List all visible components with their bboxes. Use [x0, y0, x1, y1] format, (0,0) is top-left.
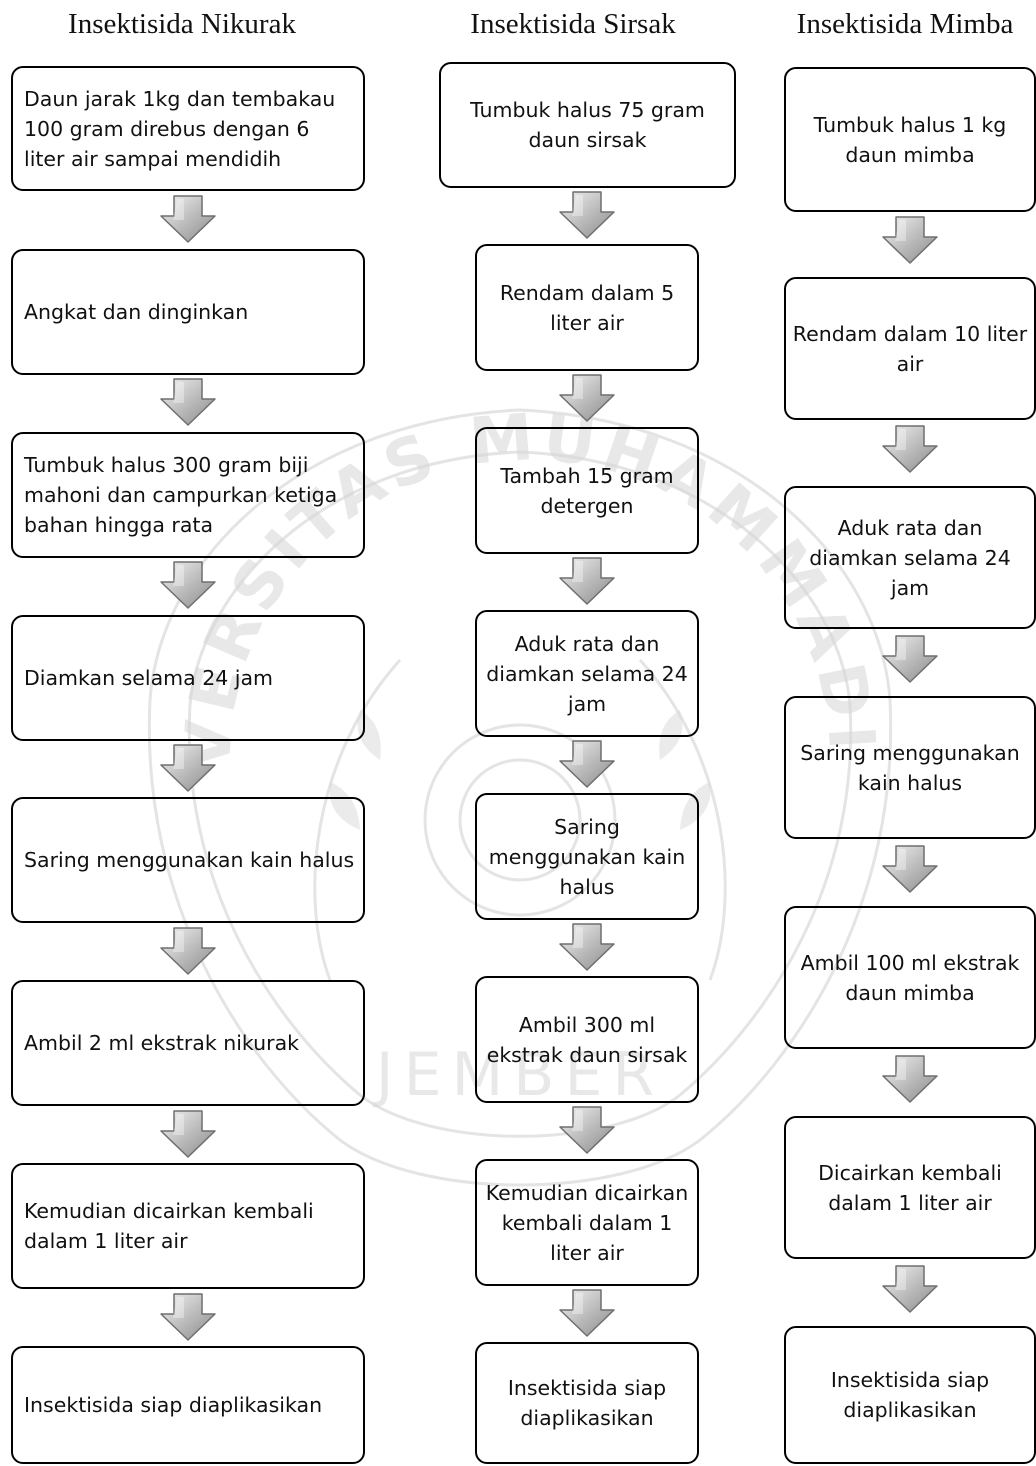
mimba-step-6: Dicairkan kembali dalam 1 liter air — [784, 1116, 1036, 1259]
mimba-step-1: Tumbuk halus 1 kg daun mimba — [784, 67, 1036, 212]
nikurak-step-2: Angkat dan dinginkan — [11, 249, 365, 375]
down-arrow-icon — [882, 1265, 938, 1313]
down-arrow-icon — [882, 845, 938, 893]
down-arrow-icon — [559, 1106, 615, 1154]
mimba-step-5: Ambil 100 ml ekstrak daun mimba — [784, 906, 1036, 1049]
down-arrow-icon — [160, 378, 216, 426]
mimba-step-3: Aduk rata dan diamkan selama 24 jam — [784, 486, 1036, 629]
down-arrow-icon — [559, 191, 615, 239]
nikurak-step-4: Diamkan selama 24 jam — [11, 615, 365, 741]
down-arrow-icon — [882, 635, 938, 683]
down-arrow-icon — [160, 927, 216, 975]
mimba-step-7: Insektisida siap diaplikasikan — [784, 1326, 1036, 1464]
down-arrow-icon — [160, 1293, 216, 1341]
down-arrow-icon — [160, 744, 216, 792]
sirsak-step-6: Ambil 300 ml ekstrak daun sirsak — [475, 976, 699, 1103]
nikurak-step-8: Insektisida siap diaplikasikan — [11, 1346, 365, 1464]
sirsak-step-3: Tambah 15 gram detergen — [475, 427, 699, 554]
nikurak-step-1: Daun jarak 1kg dan tembakau 100 gram dir… — [11, 66, 365, 191]
mimba-step-2: Rendam dalam 10 liter air — [784, 277, 1036, 420]
down-arrow-icon — [160, 561, 216, 609]
down-arrow-icon — [559, 557, 615, 605]
sirsak-step-4: Aduk rata dan diamkan selama 24 jam — [475, 610, 699, 737]
title-nikurak: Insektisida Nikurak — [68, 8, 296, 40]
sirsak-step-1: Tumbuk halus 75 gram daun sirsak — [439, 62, 736, 188]
sirsak-step-2: Rendam dalam 5 liter air — [475, 244, 699, 371]
nikurak-step-6: Ambil 2 ml ekstrak nikurak — [11, 980, 365, 1106]
down-arrow-icon — [559, 740, 615, 788]
down-arrow-icon — [160, 1110, 216, 1158]
title-mimba: Insektisida Mimba — [796, 8, 1014, 40]
down-arrow-icon — [882, 425, 938, 473]
down-arrow-icon — [160, 195, 216, 243]
down-arrow-icon — [882, 1055, 938, 1103]
sirsak-step-8: Insektisida siap diaplikasikan — [475, 1342, 699, 1464]
down-arrow-icon — [559, 1289, 615, 1337]
down-arrow-icon — [559, 374, 615, 422]
down-arrow-icon — [559, 923, 615, 971]
sirsak-step-7: Kemudian dicairkan kembali dalam 1 liter… — [475, 1159, 699, 1286]
title-sirsak: Insektisida Sirsak — [470, 8, 676, 40]
nikurak-step-7: Kemudian dicairkan kembali dalam 1 liter… — [11, 1163, 365, 1289]
mimba-step-4: Saring menggunakan kain halus — [784, 696, 1036, 839]
nikurak-step-5: Saring menggunakan kain halus — [11, 797, 365, 923]
sirsak-step-5: Saring menggunakan kain halus — [475, 793, 699, 920]
down-arrow-icon — [882, 216, 938, 264]
nikurak-step-3: Tumbuk halus 300 gram biji mahoni dan ca… — [11, 432, 365, 558]
